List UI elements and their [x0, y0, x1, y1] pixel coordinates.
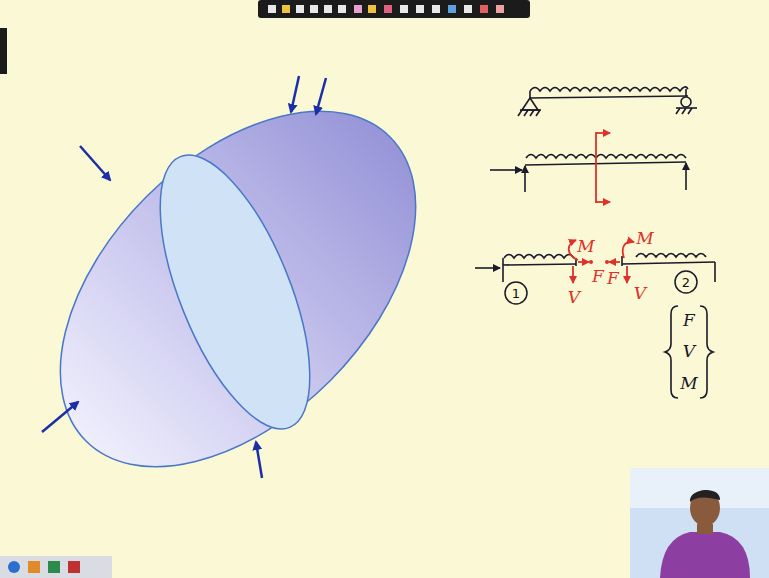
force-label: V [683, 343, 695, 360]
force-label: F [592, 268, 604, 285]
force-label: V [634, 285, 646, 302]
force-label: F [683, 312, 695, 329]
force-label: V [568, 289, 580, 306]
callout-number: 2 [682, 276, 690, 289]
force-label: M [577, 238, 594, 255]
callout-circle: 1 [504, 281, 528, 305]
callout-number: 1 [512, 287, 520, 300]
force-label: M [636, 230, 653, 247]
force-label: M [680, 375, 697, 392]
force-label: F [607, 270, 619, 287]
callout-circle: 2 [674, 270, 698, 294]
